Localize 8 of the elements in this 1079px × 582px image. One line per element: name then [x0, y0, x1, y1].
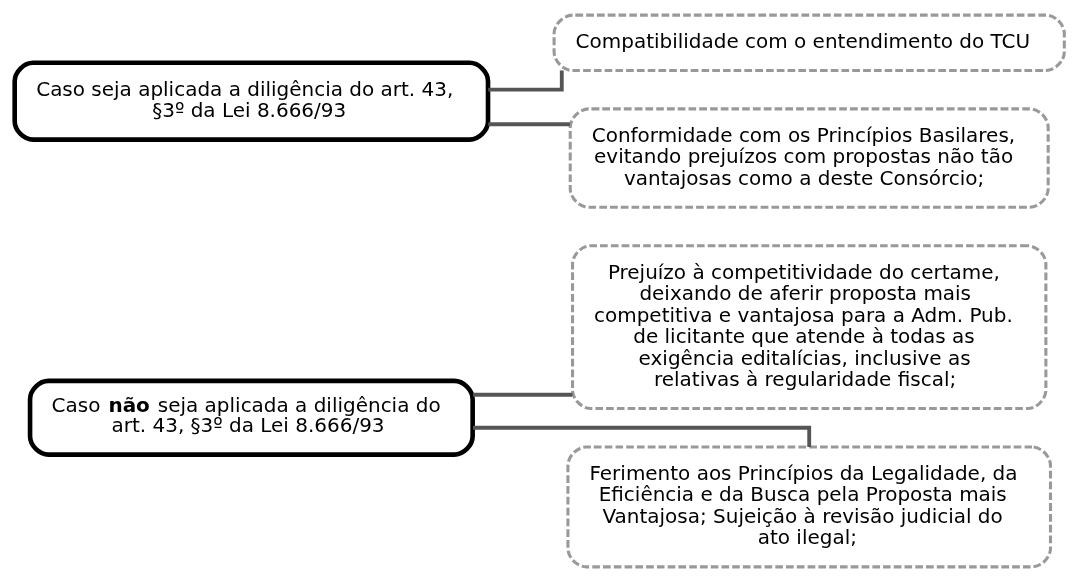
node-box: Compatibilidade com o entendimento do TCU [552, 13, 1066, 72]
node-box: Caso seja aplicada a diligência do art. 43, §3º da Lei 8.666/93 [12, 60, 491, 142]
connector [488, 122, 570, 127]
connector [473, 392, 573, 397]
node-box: Conformidade com os Princípios Basilares, evitando prejuízos com propostas não tão vantajosas como a deste Consórcio; [568, 107, 1050, 209]
node-box: Caso não seja aplicada a diligência do art. 43, §3º da Lei 8.666/93 [27, 378, 475, 457]
node-box: Ferimento aos Princípios da Legalidade, da Eficiência e da Busca pela Proposta mais Vantajosa; Sujeição à revisão judicial do ato ilegal; [566, 445, 1052, 569]
node-box: Prejuízo à competitividade do certame, deixando de aferir proposta mais competitiva e vantajosa para a Adm. Pub. de licitante que atende à todas as exigência editalícias, inclusive as relativas à regularidade fiscal; [571, 244, 1048, 411]
